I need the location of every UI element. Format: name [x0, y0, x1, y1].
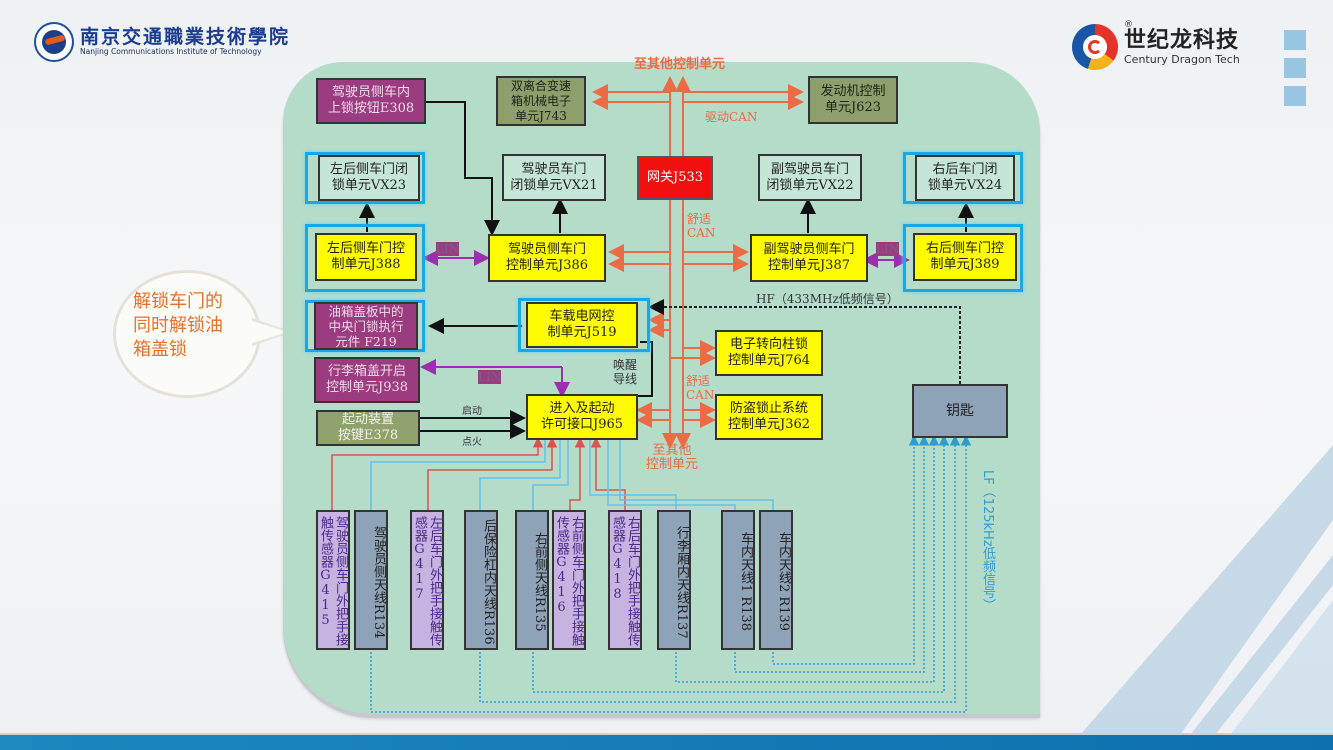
box-key: 钥匙 [912, 384, 1008, 438]
label-comfort-can-lower: 舒适 CAN [686, 374, 715, 402]
box-f219: 油箱盖板中的 中央门锁执行 元件 F219 [314, 302, 418, 350]
can-bus-lines [592, 76, 804, 449]
vbox-r137: 行李厢内天线R137 [657, 510, 691, 650]
diagonal-stripe-corner [1230, 600, 1333, 735]
box-vx22: 副驾驶员车门 闭锁单元VX22 [758, 154, 862, 201]
sensor-wires [331, 437, 626, 512]
callout-text: 解锁车门的 同时解锁油 箱盖锁 [133, 291, 223, 360]
registered-mark: ® [1124, 20, 1133, 30]
lin-bus-lines [420, 250, 910, 398]
highlight-vx23 [305, 152, 425, 204]
vbox-r134: 驾驶员侧天线R134 [354, 510, 388, 650]
label-drive-can: 驱动CAN [705, 110, 758, 124]
box-j938: 行李箱盖开启 控制单元J938 [314, 357, 420, 403]
antenna-wires [370, 440, 774, 512]
box-j362: 防盗锁止系统 控制单元J362 [715, 394, 823, 440]
highlight-vx24 [903, 152, 1023, 204]
footer-highlight-line [0, 733, 1333, 735]
callout-bubble [113, 270, 261, 398]
school-logo: 南京交通職業技術學院 Nanjing Communications Instit… [34, 22, 290, 62]
label-to-other-bottom: 至其他 控制单元 [646, 443, 699, 472]
vbox-g418: 右后车门外把手接触传感器G418 [608, 510, 642, 650]
box-j764: 电子转向柱锁 控制单元J764 [715, 330, 823, 376]
highlight-f219 [305, 300, 425, 352]
vbox-r139: 车内天线2 R139 [759, 510, 793, 650]
decor-square-1 [1284, 30, 1306, 50]
box-vx21: 驾驶员车门 闭锁单元VX21 [502, 154, 606, 201]
box-vx23: 左后侧车门闭 锁单元VX23 [318, 155, 420, 201]
box-e308: 驾驶员侧车内 上锁按钮E308 [316, 78, 426, 124]
box-j965: 进入及起动 许可接口J965 [526, 394, 638, 440]
box-j388: 左后侧车门控 制单元J388 [315, 233, 417, 281]
highlight-j519 [518, 298, 650, 352]
box-j387: 副驾驶员侧车门 控制单元J387 [750, 234, 868, 282]
box-j386: 驾驶员侧车门 控制单元J386 [488, 234, 606, 282]
school-emblem-icon [34, 22, 74, 62]
school-name-cn: 南京交通職業技術學院 [80, 26, 291, 48]
hf-signal-line [648, 299, 961, 384]
box-e378: 起动装置 按键E378 [316, 410, 420, 446]
label-lin-left: LIN [436, 242, 460, 256]
diagonal-stripe-wide [1080, 445, 1333, 735]
highlight-j388 [305, 224, 425, 292]
box-j519: 车载电网控 制单元J519 [526, 302, 638, 348]
box-j743: 双离合变速 箱机械电子 单元J743 [496, 76, 586, 126]
label-lin-right: LIN [876, 242, 900, 256]
label-wake-line: 唤醒 导线 [613, 358, 638, 386]
label-hf-signal: HF（433MHz低频信号） [756, 292, 899, 306]
decor-square-2 [1284, 58, 1306, 78]
label-ignition: 点火 [462, 437, 482, 448]
vbox-r136: 后保险杠内天线R136 [464, 510, 498, 650]
vbox-g415: 驾驶员侧车门外把手接触传感器G415 [316, 510, 350, 650]
box-vx24: 右后车门闭 锁单元VX24 [915, 155, 1015, 201]
label-to-other-top: 至其他控制单元 [634, 57, 726, 72]
century-dragon-emblem-icon [1072, 24, 1118, 70]
company-logo: ® 世纪龙科技 Century Dragon Tech [1072, 20, 1240, 70]
box-gateway-j533: 网关J533 [637, 156, 713, 200]
label-comfort-can-upper: 舒适 CAN [687, 212, 716, 240]
box-j389: 右后侧车门控 制单元J389 [913, 233, 1017, 281]
signal-lines [359, 101, 974, 439]
decor-square-3 [1284, 86, 1306, 106]
lf-signal-lines [370, 435, 972, 713]
company-name-cn: 世纪龙科技 [1124, 27, 1240, 53]
highlight-j389 [903, 224, 1023, 292]
vbox-g416: 右前侧车门外把手接触传感器G416 [552, 510, 586, 650]
label-start: 启动 [462, 406, 482, 417]
label-lf-signal: LF（125kHz低频信号） [980, 470, 995, 612]
callout-tail-fill [252, 321, 288, 343]
diagonal-stripe-narrow [1190, 555, 1333, 735]
footer-bar [0, 735, 1333, 750]
vbox-g417: 左后车门外把手接触传感器G417 [410, 510, 444, 650]
vbox-r135: 右前侧天线R135 [515, 510, 549, 650]
vbox-r138: 车内天线1 R138 [721, 510, 755, 650]
school-name-en: Nanjing Communications Institute of Tech… [80, 47, 262, 56]
box-j623: 发动机控制 单元J623 [808, 76, 898, 124]
label-lin-bottom: LIN [478, 370, 502, 384]
company-name-en: Century Dragon Tech [1124, 52, 1240, 66]
